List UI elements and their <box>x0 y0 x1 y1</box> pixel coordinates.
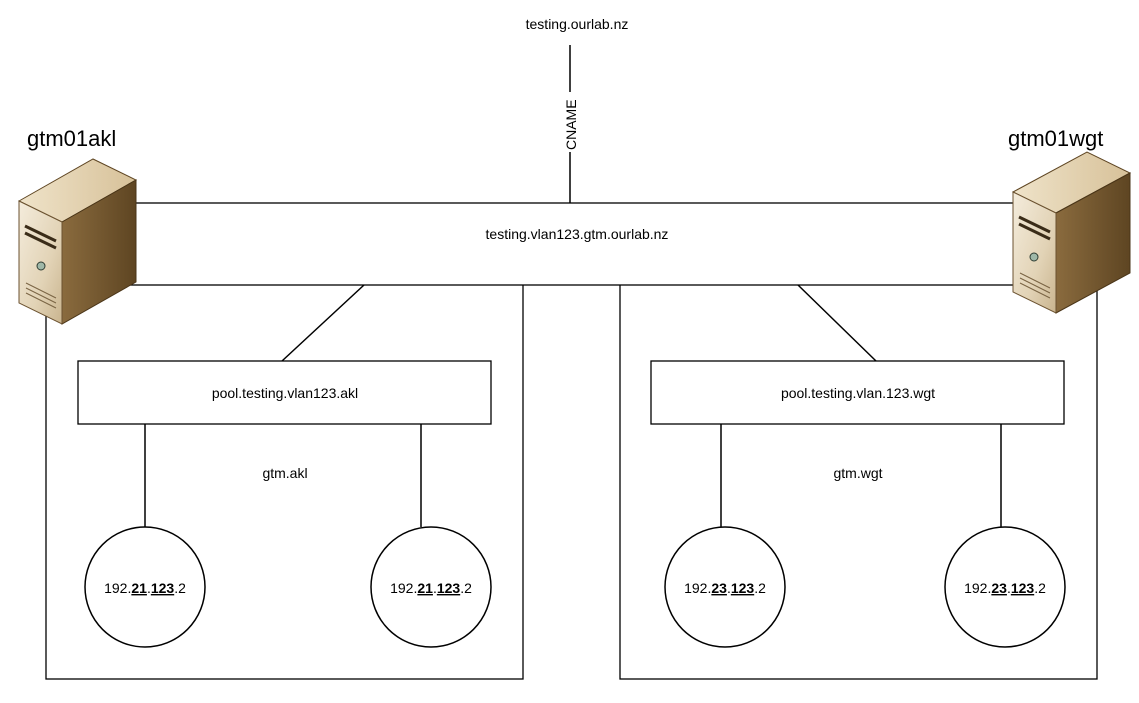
wide-ip-box <box>99 202 1061 286</box>
svg-text:192.21.123.2: 192.21.123.2 <box>390 580 472 596</box>
server-akl-name: gtm01akl <box>27 126 116 151</box>
member-akl-1: 192.21.123.2 <box>84 526 206 648</box>
server-wgt-name: gtm01wgt <box>1008 126 1103 151</box>
cname-label: CNAME <box>563 99 579 150</box>
svg-text:192.23.123.2: 192.23.123.2 <box>964 580 1046 596</box>
pool-akl-box <box>77 360 492 425</box>
pool-akl-label: pool.testing.vlan123.akl <box>212 385 358 401</box>
server-akl-icon <box>17 158 138 325</box>
pool-wgt-label: pool.testing.vlan.123.wgt <box>781 385 935 401</box>
member-akl-2: 192.21.123.2 <box>370 526 492 648</box>
svg-text:192.23.123.2: 192.23.123.2 <box>684 580 766 596</box>
member-wgt-2: 192.23.123.2 <box>944 526 1066 648</box>
datacenter-wgt-label: gtm.wgt <box>833 465 882 481</box>
svg-text:192.21.123.2: 192.21.123.2 <box>104 580 186 596</box>
member-wgt-1: 192.23.123.2 <box>664 526 786 648</box>
wideip-to-pool-akl <box>281 284 365 362</box>
datacenter-akl-label: gtm.akl <box>262 465 307 481</box>
pool-wgt-box <box>650 360 1065 425</box>
wideip-to-pool-wgt <box>797 284 877 362</box>
top-dns-name: testing.ourlab.nz <box>526 16 629 32</box>
wide-ip-label: testing.vlan123.gtm.ourlab.nz <box>486 226 669 242</box>
cname-label-bg <box>560 92 580 152</box>
server-wgt-icon <box>1011 151 1132 314</box>
